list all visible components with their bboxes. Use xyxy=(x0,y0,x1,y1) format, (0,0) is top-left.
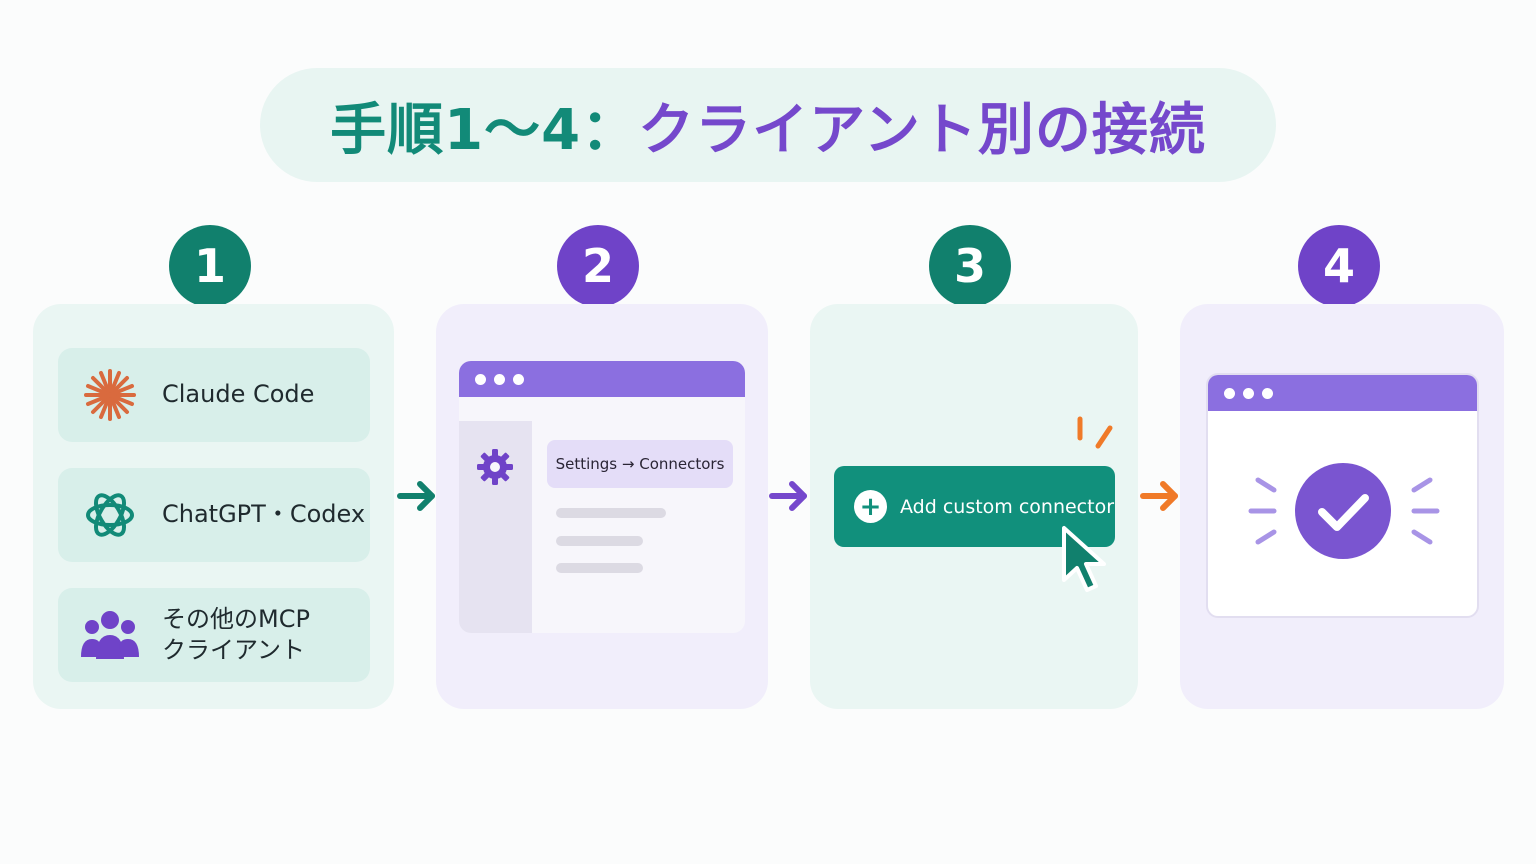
client-card-chatgpt-codex: ChatGPT・Codex xyxy=(58,468,370,562)
step-4-badge: 4 xyxy=(1298,225,1380,307)
title-banner: 手順1〜4：クライアント別の接続 xyxy=(260,68,1276,182)
window-titlebar xyxy=(459,361,745,397)
client-label-other-mcp-line1: その他のMCP xyxy=(162,604,310,633)
click-spark-icon xyxy=(1077,416,1113,449)
title-teal-part: 手順1〜4： xyxy=(330,97,639,163)
mouse-pointer-icon xyxy=(1062,526,1106,592)
menu-path-label: Settings → Connectors xyxy=(555,455,725,473)
arrow-right-icon xyxy=(769,481,807,511)
client-label-other-mcp-line2: クライアント xyxy=(162,636,306,664)
step-3-badge: 3 xyxy=(929,225,1011,307)
plus-icon: + xyxy=(854,490,887,523)
client-label-claude-code: Claude Code xyxy=(162,380,315,409)
placeholder-line xyxy=(556,563,643,573)
window-dot xyxy=(1243,387,1254,399)
settings-window: Settings → Connectors xyxy=(459,361,745,633)
arrow-right-icon xyxy=(397,481,435,511)
step-1-badge: 1 xyxy=(169,225,251,307)
window-dot xyxy=(494,373,505,385)
step-2-badge: 2 xyxy=(557,225,639,307)
window-dot xyxy=(1262,387,1273,399)
client-label-other-mcp: その他のMCP クライアント xyxy=(162,604,310,666)
placeholder-line xyxy=(556,508,666,518)
check-circle-icon xyxy=(1248,463,1440,559)
window-dot xyxy=(475,373,486,385)
users-group-icon xyxy=(80,605,140,665)
claude-sunburst-icon xyxy=(80,365,140,425)
title-purple-part: クライアント別の接続 xyxy=(638,97,1206,163)
window-dot xyxy=(513,373,524,385)
page-title: 手順1〜4：クライアント別の接続 xyxy=(330,85,1206,166)
arrow-right-icon xyxy=(1140,481,1178,511)
client-card-other-mcp: その他のMCP クライアント xyxy=(58,588,370,682)
add-custom-connector-button[interactable]: + Add custom connector xyxy=(834,466,1115,547)
client-card-claude-code: Claude Code xyxy=(58,348,370,442)
window-titlebar xyxy=(1208,375,1477,411)
window-dot xyxy=(1224,387,1235,399)
settings-connectors-menu-item[interactable]: Settings → Connectors xyxy=(547,440,733,488)
client-label-chatgpt-codex: ChatGPT・Codex xyxy=(162,500,366,529)
placeholder-line xyxy=(556,536,643,546)
gear-icon xyxy=(475,447,515,487)
add-connector-label: Add custom connector xyxy=(900,495,1115,518)
openai-knot-icon xyxy=(80,485,140,545)
